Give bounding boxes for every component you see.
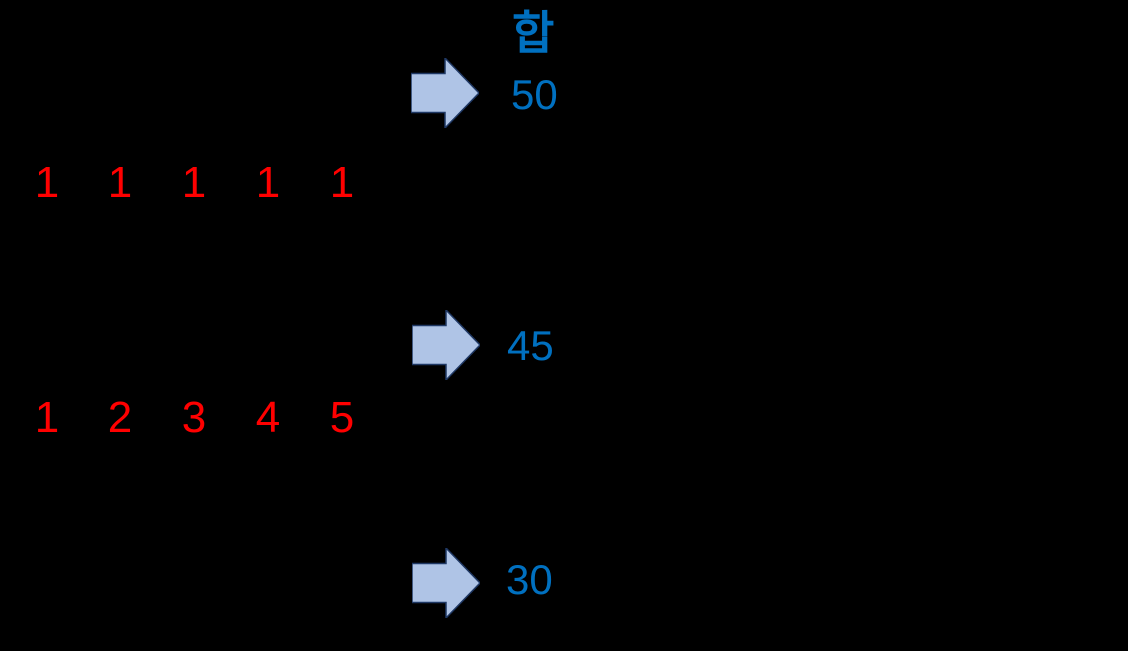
sum-value-30: 30 xyxy=(506,556,553,603)
sum-value-45: 45 xyxy=(507,322,554,369)
right-arrow-icon xyxy=(412,548,480,618)
sum-value-50: 50 xyxy=(511,71,558,118)
addend-digit: 1 xyxy=(34,158,60,207)
addend-digit: 4 xyxy=(255,393,281,442)
addend-digit: 5 xyxy=(329,393,355,442)
sum-header-label: 합 xyxy=(512,7,555,59)
right-arrow-icon xyxy=(411,58,479,128)
addend-digit: 1 xyxy=(255,158,281,207)
addend-digit: 1 xyxy=(329,158,355,207)
right-arrow-shape xyxy=(412,310,480,380)
addend-digit: 2 xyxy=(107,393,133,442)
right-arrow-shape xyxy=(411,58,479,128)
addend-digit: 1 xyxy=(107,158,133,207)
addend-digit: 1 xyxy=(34,393,60,442)
right-arrow-icon xyxy=(412,310,480,380)
right-arrow-shape xyxy=(412,548,480,618)
addend-digit: 3 xyxy=(181,393,207,442)
addend-digit: 1 xyxy=(181,158,207,207)
